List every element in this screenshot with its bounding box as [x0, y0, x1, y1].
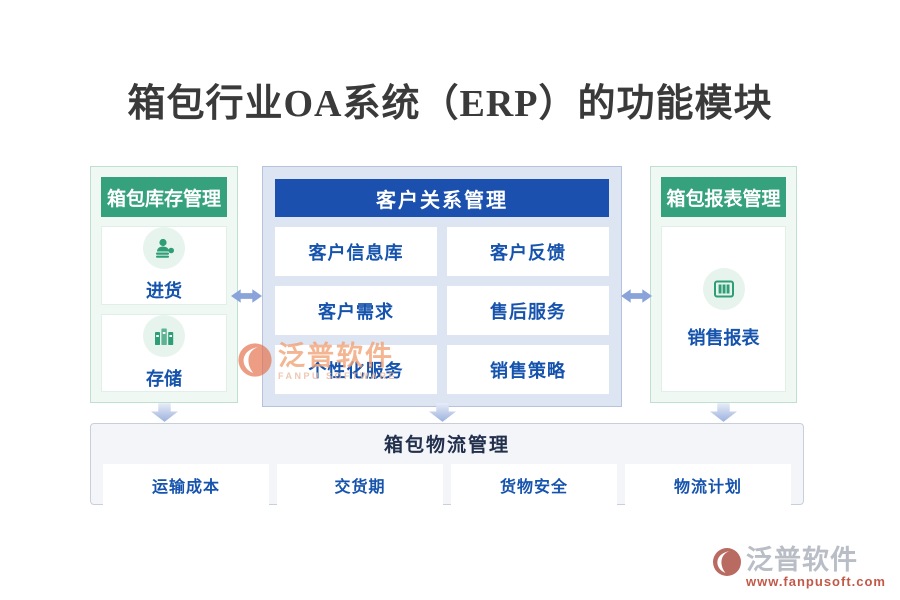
report-item-sales: 销售报表 [661, 226, 786, 392]
down-arrow-icon [710, 403, 737, 422]
panel-report-header: 箱包报表管理 [661, 177, 786, 217]
inventory-item-label: 存储 [146, 368, 182, 389]
panel-logistics: 箱包物流管理 运输成本 交货期 货物安全 物流计划 [90, 423, 804, 506]
crm-grid: 客户信息库 客户反馈 客户需求 售后服务 个性化服务 销售策略 [275, 227, 609, 394]
watermark-corner: 泛普软件 www.fanpusoft.com [711, 546, 886, 589]
watermark-brand: 泛普软件 [745, 545, 858, 575]
panel-report: 箱包报表管理 销售报表 [650, 166, 797, 403]
page-title: 箱包行业OA系统（ERP）的功能模块 [127, 83, 773, 125]
down-arrow-icon [429, 403, 456, 422]
double-arrow-icon [621, 288, 652, 304]
crm-cell: 个性化服务 [275, 345, 437, 394]
double-arrow-icon [231, 288, 262, 304]
crm-cell: 客户信息库 [275, 227, 437, 276]
inventory-item-storage: 存储 [101, 313, 227, 392]
crm-cell: 销售策略 [447, 345, 609, 394]
panel-crm: 客户关系管理 客户信息库 客户反馈 客户需求 售后服务 个性化服务 销售策略 [262, 166, 622, 407]
watermark-url: www.fanpusoft.com [745, 574, 886, 589]
down-arrow-icon [151, 403, 178, 422]
logistics-cell: 物流计划 [625, 464, 791, 506]
storage-shelf-icon [143, 314, 185, 357]
logistics-grid: 运输成本 交货期 货物安全 物流计划 [103, 464, 791, 506]
panel-inventory: 箱包库存管理 进货 [90, 166, 238, 403]
report-binders-icon [702, 268, 745, 310]
logistics-cell: 货物安全 [451, 464, 617, 506]
crm-cell: 售后服务 [447, 286, 609, 335]
crm-cell: 客户需求 [275, 286, 437, 335]
report-item-label: 销售报表 [687, 328, 760, 348]
inventory-item-label: 进货 [146, 281, 182, 302]
panel-inventory-header: 箱包库存管理 [101, 177, 227, 217]
purchase-stamp-icon [143, 227, 185, 270]
inventory-item-purchase: 进货 [101, 226, 227, 305]
logistics-cell: 运输成本 [103, 464, 269, 506]
crm-cell: 客户反馈 [447, 227, 609, 276]
watermark-text-block: 泛普软件 www.fanpusoft.com [746, 546, 886, 589]
fanpu-logo-icon [711, 546, 743, 578]
panel-logistics-header: 箱包物流管理 [383, 435, 510, 456]
panel-crm-header: 客户关系管理 [275, 179, 609, 217]
logistics-cell: 交货期 [277, 464, 443, 506]
